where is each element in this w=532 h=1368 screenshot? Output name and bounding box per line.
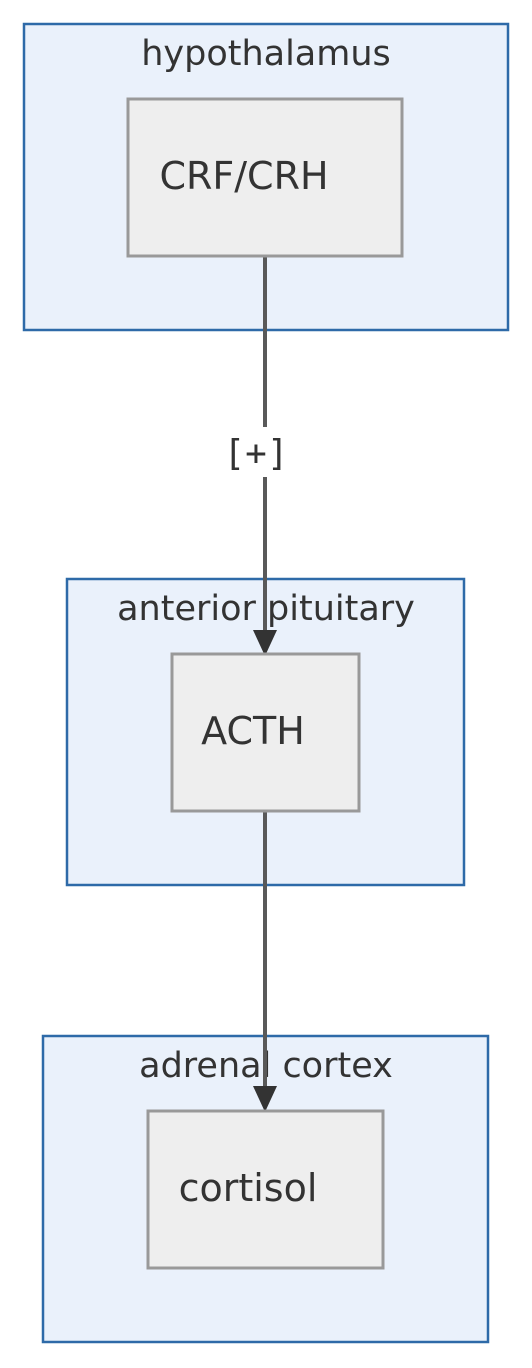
node-label-crf-crh: CRF/CRH (159, 154, 328, 198)
arrowhead-icon (253, 1086, 277, 1112)
node-label-cortisol: cortisol (179, 1166, 318, 1210)
cluster-label-hypothalamus: hypothalamus (141, 34, 391, 74)
node-crf-crh: CRF/CRH (126, 97, 404, 258)
node-label-acth: ACTH (201, 709, 305, 753)
edge-label-text: [+] (223, 433, 288, 474)
edge-acth-to-cortisol (253, 811, 277, 1112)
node-cortisol: cortisol (146, 1109, 385, 1270)
edge-label: [+] (223, 427, 289, 477)
arrowhead-icon (253, 630, 277, 656)
node-acth: ACTH (170, 652, 361, 813)
